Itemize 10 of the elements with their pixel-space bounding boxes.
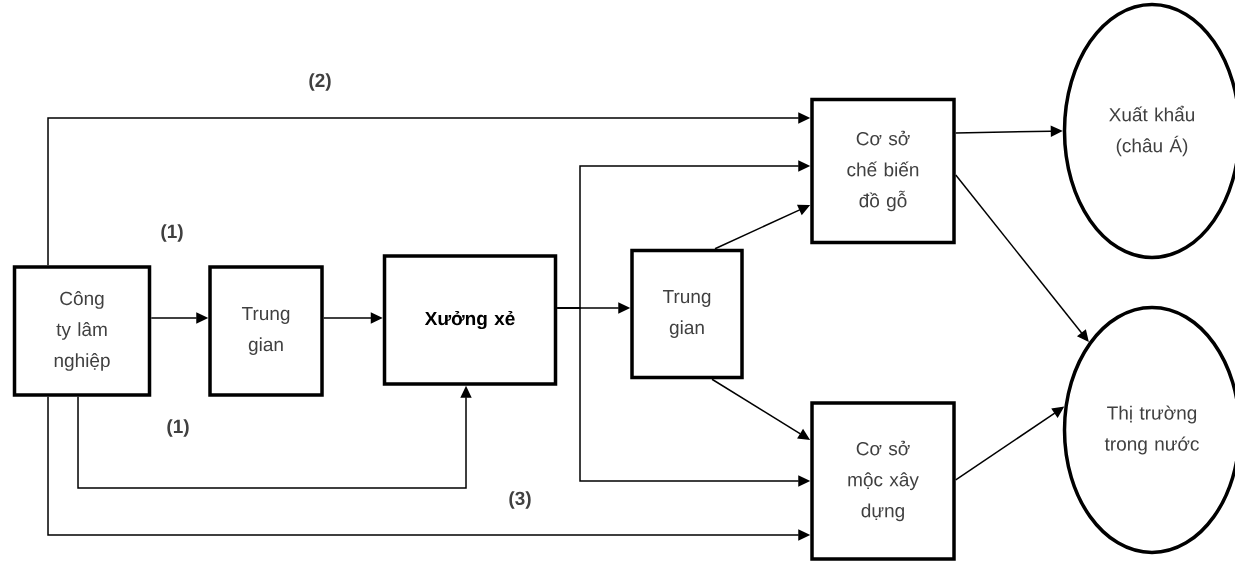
process-box: Xưởng xẻ — [382, 254, 558, 386]
process-box: Trung gian — [630, 248, 744, 380]
edge-label: (1) — [159, 223, 185, 243]
process-box: Cơ sở mộc xây dựng — [810, 401, 956, 561]
process-box: Trung gian — [208, 265, 324, 397]
process-box: Công ty lâm nghiệp — [12, 265, 152, 397]
edge-label: (3) — [507, 490, 533, 510]
process-box: Cơ sở chế biến đồ gỗ — [810, 97, 956, 245]
edge-label: (1) — [165, 418, 191, 438]
edge-label: (2) — [307, 72, 333, 92]
